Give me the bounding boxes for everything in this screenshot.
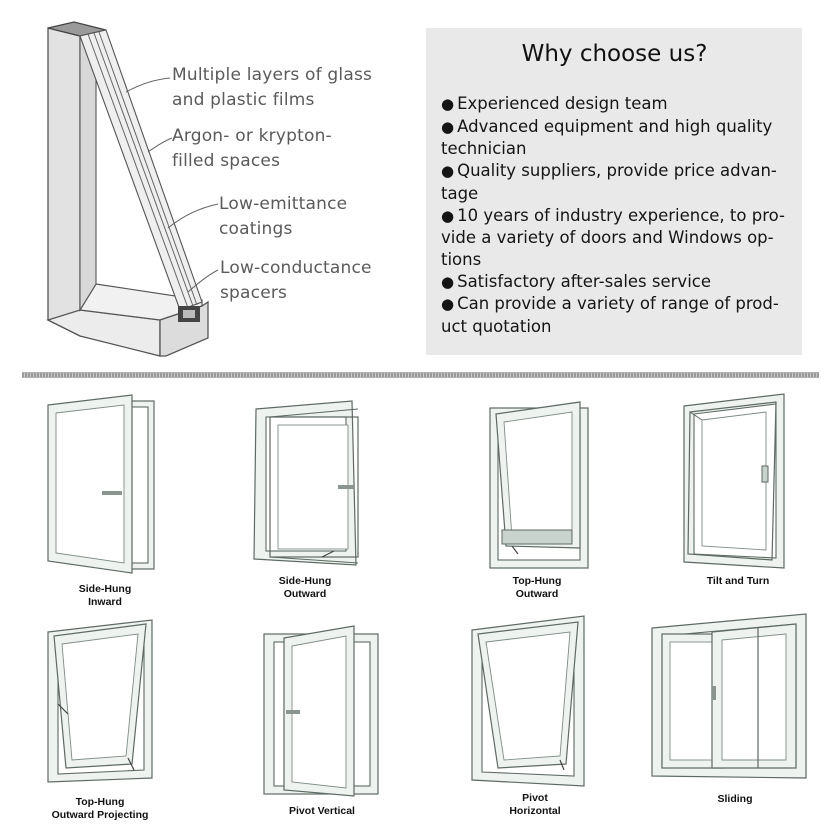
top-hung-outward-projecting-icon [47, 619, 153, 783]
label-top-hung-outward-projecting: Top-Hung Outward Projecting [40, 796, 160, 822]
callout-line: coatings [219, 219, 293, 239]
label-tilt-and-turn: Tilt and Turn [698, 575, 778, 588]
why-choose-us-line: uct quotation [441, 316, 788, 338]
label-line: Side-Hung [278, 575, 332, 587]
side-hung-inward-icon [47, 394, 155, 574]
why-choose-us-item: ●10 years of industry experience, to pro… [441, 205, 788, 271]
label-line: Inward [88, 596, 122, 608]
label-sliding: Sliding [695, 793, 775, 806]
insulated-glass-diagram: Multiple layers of glass and plastic fil… [30, 20, 390, 365]
bullet-icon: ● [441, 295, 455, 314]
bullet-icon: ● [441, 206, 455, 225]
label-line: Top-Hung [75, 796, 125, 808]
why-choose-us-line: ●10 years of industry experience, to pro… [441, 205, 788, 228]
why-choose-us-text: Advanced equipment and high quality [457, 116, 773, 136]
why-choose-us-text: tions [441, 249, 482, 269]
callout-glass-layers: Multiple layers of glass and plastic fil… [172, 63, 372, 113]
label-line: Outward [283, 588, 327, 600]
why-choose-us-text: Satisfactory after-sales service [457, 271, 711, 291]
why-choose-us-line: ●Experienced design team [441, 93, 788, 116]
top-hung-outward-icon [489, 401, 589, 569]
why-choose-us-item: ●Experienced design team [441, 93, 788, 116]
callout-line: filled spaces [172, 151, 281, 171]
why-choose-us-text: 10 years of industry experience, to pro- [457, 205, 785, 225]
bullet-icon: ● [441, 272, 455, 291]
why-choose-us-line: tions [441, 249, 788, 271]
callout-line: and plastic films [172, 90, 315, 110]
why-choose-us-text: Experienced design team [457, 94, 668, 113]
why-choose-us-list: ●Experienced design team●Advanced equipm… [441, 93, 788, 338]
callout-spacers: Low-conductance spacers [220, 256, 372, 306]
label-line: Outward Projecting [51, 809, 149, 821]
why-choose-us-line: ●Quality suppliers, provide price advan- [441, 160, 788, 183]
why-choose-us-panel: Why choose us? ●Experienced design team●… [426, 28, 802, 355]
why-choose-us-text: uct quotation [441, 317, 552, 337]
why-choose-us-line: tage [441, 183, 788, 205]
why-choose-us-item: ●Satisfactory after-sales service [441, 271, 788, 294]
callout-line: Argon- or krypton- [172, 126, 332, 146]
tilt-and-turn-icon [683, 393, 785, 569]
why-choose-us-text: Can provide a variety of range of prod- [457, 294, 779, 314]
bullet-icon: ● [441, 95, 455, 113]
label-side-hung-outward: Side-Hung Outward [265, 575, 345, 601]
label-top-hung-outward: Top-Hung Outward [497, 575, 577, 601]
why-choose-us-line: ●Satisfactory after-sales service [441, 271, 788, 294]
why-choose-us-text: vide a variety of doors and Windows op- [441, 228, 774, 248]
bullet-icon: ● [441, 162, 455, 181]
side-hung-outward-icon [253, 400, 359, 566]
label-line: Horizontal [509, 805, 561, 817]
label-line: Side-Hung [78, 583, 132, 595]
why-choose-us-title: Why choose us? [521, 41, 708, 67]
label-line: Pivot Vertical [289, 805, 355, 817]
callout-line: Multiple layers of glass [172, 65, 373, 85]
label-pivot-vertical: Pivot Vertical [277, 805, 367, 818]
why-choose-us-line: ●Can provide a variety of range of prod- [441, 293, 788, 316]
glass-cross-section-illustration [46, 21, 219, 357]
why-choose-us-line: ●Advanced equipment and high quality [441, 116, 788, 139]
pivot-vertical-icon [263, 625, 379, 797]
label-pivot-horizontal: Pivot Horizontal [495, 792, 575, 818]
why-choose-us-line: vide a variety of doors and Windows op- [441, 227, 788, 249]
why-choose-us-line: technician [441, 138, 788, 160]
callout-gas-filled-spaces: Argon- or krypton- filled spaces [172, 124, 332, 174]
sliding-icon [651, 613, 807, 779]
why-choose-us-text: Quality suppliers, provide price advan- [457, 161, 777, 181]
label-side-hung-inward: Side-Hung Inward [65, 583, 145, 609]
label-line: Tilt and Turn [706, 575, 770, 587]
why-choose-us-item: ●Quality suppliers, provide price advan-… [441, 160, 788, 204]
callout-line: spacers [220, 283, 288, 303]
callout-line: Low-conductance [220, 258, 372, 278]
pivot-horizontal-icon [471, 615, 585, 787]
callout-line: Low-emittance [219, 194, 348, 214]
label-line: Sliding [717, 793, 753, 805]
label-line: Outward [515, 588, 559, 600]
section-divider [22, 372, 819, 378]
why-choose-us-item: ●Can provide a variety of range of prod-… [441, 293, 788, 337]
why-choose-us-text: technician [441, 139, 527, 159]
bullet-icon: ● [441, 117, 455, 136]
why-choose-us-text: tage [441, 183, 479, 203]
callout-low-e-coatings: Low-emittance coatings [219, 192, 347, 242]
label-line: Top-Hung [512, 575, 562, 587]
label-line: Pivot [522, 792, 548, 804]
